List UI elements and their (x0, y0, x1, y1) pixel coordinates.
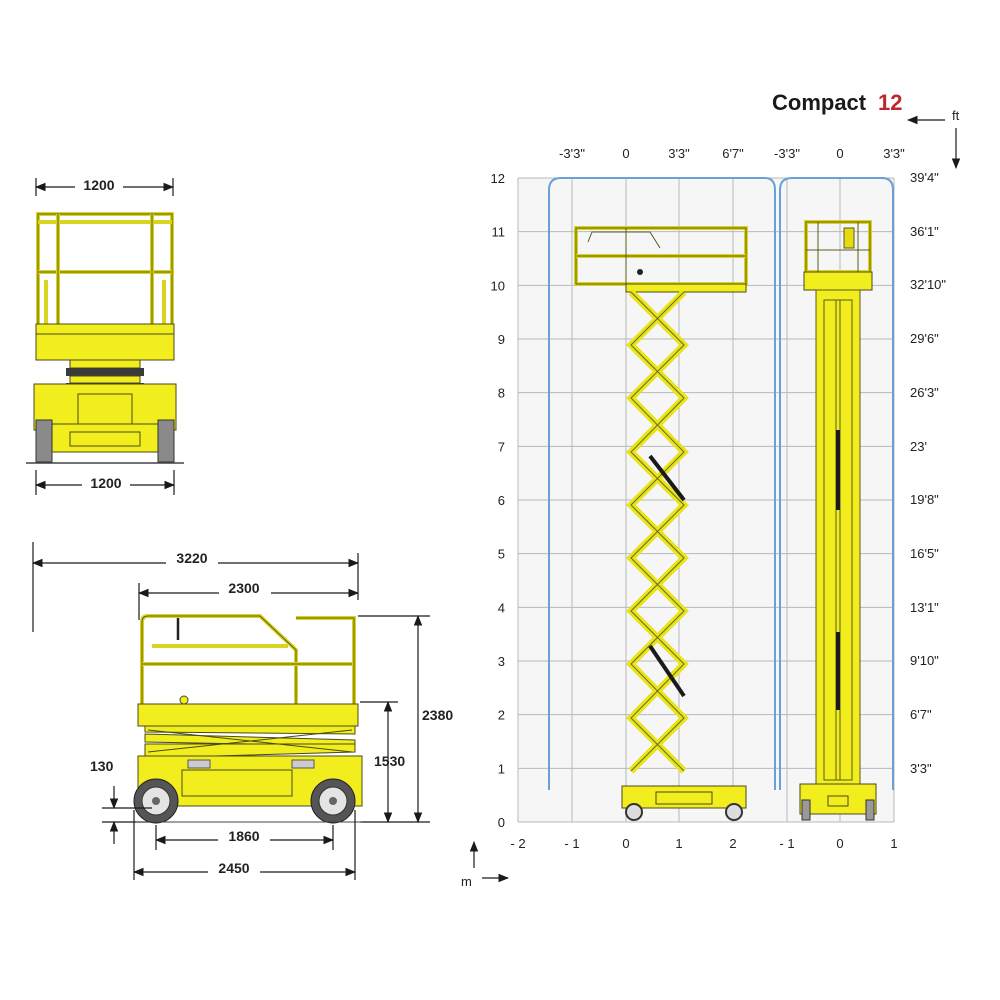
platform-length: 2300 (228, 580, 259, 596)
wheelbase: 1860 (228, 828, 259, 844)
ft-y-label: 32'10" (910, 277, 946, 292)
front-base-width: 1200 (90, 475, 121, 491)
overall-height: 2380 (422, 707, 453, 723)
ft-y-label: 23' (910, 439, 927, 454)
front-chassis (33, 383, 177, 431)
ft-x-label: -3'3" (774, 146, 800, 161)
ft-x-label: 3'3" (668, 146, 690, 161)
m-unit-label: m (461, 874, 472, 889)
m-x-label: 0 (836, 836, 843, 851)
front-view: 1200 (26, 176, 184, 495)
ft-y-label: 3'3" (910, 761, 932, 776)
side-front-wheel (310, 778, 356, 824)
working-range-chart: Compact 12 ft (461, 90, 961, 889)
side-platform-deck (137, 703, 359, 727)
m-y-label: 10 (491, 278, 505, 293)
m-y-label: 9 (498, 332, 505, 347)
m-y-label: 3 (498, 654, 505, 669)
m-y-label: 2 (498, 708, 505, 723)
ft-y-label: 36'1" (910, 224, 939, 239)
side-guardrail (140, 614, 356, 706)
front-right-wheel (157, 419, 175, 463)
side-rear-wheel (133, 778, 179, 824)
m-x-label: - 2 (510, 836, 525, 851)
front-platform-deck (35, 323, 175, 361)
chart-title-number: 12 (878, 90, 902, 115)
right-working-envelope (779, 177, 894, 790)
m-y-label: 0 (498, 815, 505, 830)
m-y-label: 1 (498, 761, 505, 776)
m-x-label: 0 (622, 836, 629, 851)
front-left-wheel (35, 419, 53, 463)
m-x-label: 1 (675, 836, 682, 851)
ft-y-label: 16'5" (910, 546, 939, 561)
m-x-label: - 1 (564, 836, 579, 851)
chart-axis-labels: 01234567891011123'3"6'7"9'10"13'1"16'5"1… (491, 146, 947, 851)
side-scissor-stowed (144, 725, 356, 759)
m-y-label: 12 (491, 171, 505, 186)
ft-x-label: 0 (836, 146, 843, 161)
overall-length: 3220 (176, 550, 207, 566)
ft-y-label: 29'6" (910, 331, 939, 346)
ft-y-label: 13'1" (910, 600, 939, 615)
m-x-label: - 1 (779, 836, 794, 851)
ft-y-label: 9'10" (910, 653, 939, 668)
ft-x-label: -3'3" (559, 146, 585, 161)
m-y-label: 4 (498, 600, 505, 615)
ft-x-label: 0 (622, 146, 629, 161)
m-x-label: 1 (890, 836, 897, 851)
m-x-label: 2 (729, 836, 736, 851)
side-view: 3220 2300 (31, 542, 453, 880)
extended-front-machine (799, 220, 877, 821)
extended-side-machine (574, 226, 748, 821)
ft-x-label: 3'3" (883, 146, 905, 161)
m-y-label: 8 (498, 386, 505, 401)
ft-y-label: 26'3" (910, 385, 939, 400)
m-y-label: 7 (498, 439, 505, 454)
m-y-label: 5 (498, 547, 505, 562)
stowed-height: 1530 (374, 753, 405, 769)
ft-y-label: 6'7" (910, 707, 932, 722)
chassis-length: 2450 (218, 860, 249, 876)
ft-x-label: 6'7" (722, 146, 744, 161)
ground-clearance: 130 (90, 758, 114, 774)
m-y-label: 11 (492, 225, 506, 240)
left-working-envelope (548, 177, 776, 790)
ft-y-label: 19'8" (910, 492, 939, 507)
front-guardrail (36, 212, 174, 336)
front-top-width: 1200 (83, 177, 114, 193)
ft-y-label: 39'4" (910, 170, 939, 185)
chart-title: Compact (772, 90, 867, 115)
ft-unit-label: ft (952, 108, 960, 123)
m-y-label: 6 (498, 493, 505, 508)
